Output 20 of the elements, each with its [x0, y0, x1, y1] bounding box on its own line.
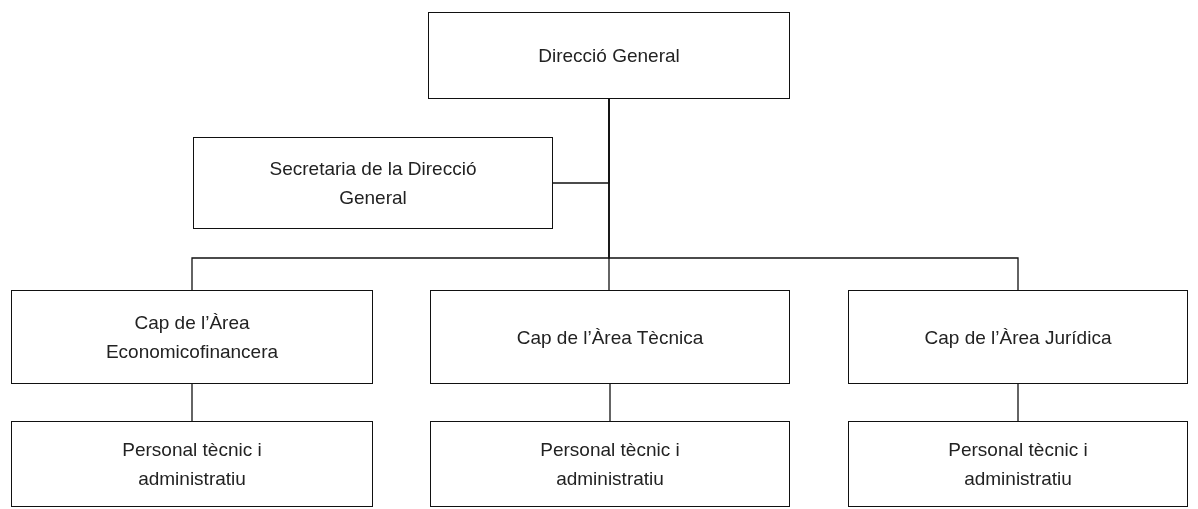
box-label: Cap de l’Àrea Tècnica	[516, 325, 704, 350]
box-label: Personal tècnic i administratiu	[539, 438, 681, 491]
org-chart-box	[848, 421, 1188, 507]
box-label: Personal tècnic i administratiu	[947, 438, 1089, 491]
org-chart-box	[428, 12, 790, 99]
connector-line	[609, 383, 611, 422]
connector-line	[1017, 383, 1019, 422]
org-chart-box	[193, 137, 553, 229]
box-label: Secretaria de la Direcció General	[268, 157, 478, 210]
org-chart-box	[11, 421, 373, 507]
box-label: Direcció General	[538, 44, 680, 68]
org-chart-box	[11, 290, 373, 384]
org-chart-box	[430, 290, 790, 384]
box-label: Cap de l’Àrea Economicofinancera	[104, 311, 280, 364]
org-chart-box	[430, 421, 790, 507]
connector-line	[191, 383, 193, 422]
box-label: Personal tècnic i administratiu	[121, 438, 263, 491]
connector-line	[608, 98, 1019, 291]
box-label: Cap de l’Àrea Jurídica	[924, 325, 1112, 350]
org-chart-box	[848, 290, 1188, 384]
